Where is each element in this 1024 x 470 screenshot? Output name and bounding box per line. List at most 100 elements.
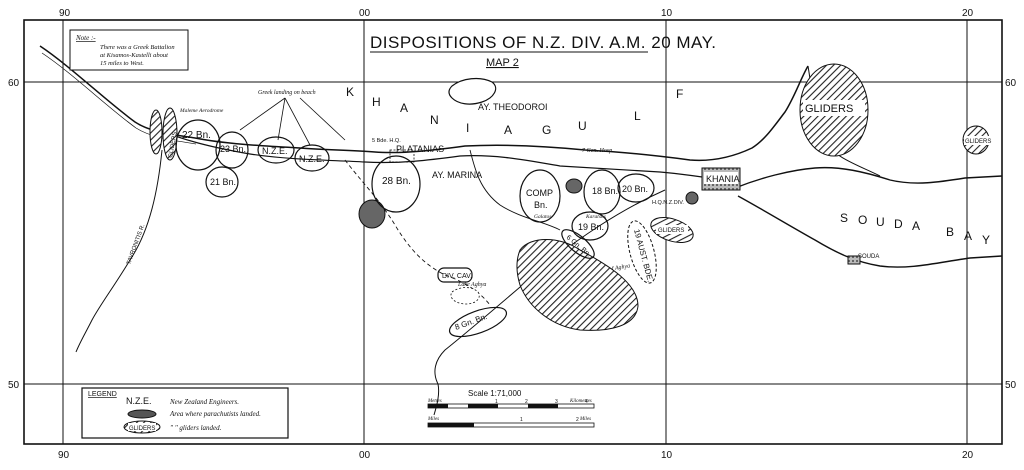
place-bde-hq: 5 Bde. H.Q. — [372, 138, 401, 144]
gulf-letter-u: U — [578, 119, 588, 133]
scale-miles-left: Miles — [427, 417, 439, 422]
legend-label-para: Area where parachutists landed. — [169, 410, 261, 418]
scale-miles-right: Miles — [579, 417, 591, 422]
scale-km-3: 3 — [555, 399, 558, 405]
gulf-letter-k: K — [346, 85, 355, 99]
scale-km-4: 4 — [585, 399, 588, 405]
unit-18-bn — [583, 169, 621, 215]
place-nz-div-hq: H.Q.N.Z.DIV. — [652, 200, 684, 206]
khania-gulf-label: K H A N I A G U L F — [346, 85, 684, 137]
unit-18-bn-label: 18 Bn. — [592, 186, 618, 196]
unit-19-aust-bde-label: 19 AUST. BDE. — [632, 228, 655, 283]
place-maleme: Maleme Aerodrome — [179, 108, 224, 114]
scale-km-bar-fill-3 — [528, 404, 558, 408]
track-dashed — [344, 159, 491, 306]
note-line-2: at Kisamos-Kastelli about — [100, 52, 168, 59]
gulf-letter-f: F — [676, 87, 684, 101]
scale-kilometres: Kilometres — [569, 399, 592, 404]
souda-bay-label: S O U D A B A Y — [840, 211, 991, 247]
map-border — [23, 19, 1003, 445]
bay-letter-a: A — [912, 219, 921, 233]
note-heading: Note :- — [75, 34, 96, 42]
unit-div-cav — [437, 267, 473, 283]
unit-19-bn-label: 19 Bn. — [578, 222, 604, 232]
unit-21-bn-label: 21 Bn. — [210, 177, 236, 187]
unit-23-bn-label: 23 Bn. — [220, 144, 246, 154]
place-greek-landing: Greek landing on beach — [258, 90, 316, 96]
gliders-west-label: GLIDERS — [168, 131, 178, 158]
unit-8-gn-bn — [448, 306, 508, 338]
unit-23-bn — [215, 131, 249, 169]
scale-title: Scale 1:71,000 — [468, 389, 522, 398]
bay-letter-s: S — [840, 211, 849, 225]
unit-20-bn-label: 20 Bn. — [622, 184, 648, 194]
gulf-letter-i: I — [466, 121, 470, 135]
unit-comp-label: COMP — [526, 188, 553, 198]
para-area-galatos — [565, 178, 583, 194]
river-label: TAVRONITIS R. — [126, 223, 146, 266]
unit-20-bn — [617, 173, 655, 203]
unit-6-gn-bn — [561, 229, 595, 259]
bay-letter-o: O — [858, 213, 868, 227]
akrotiri-coast — [734, 166, 1003, 189]
place-karatsos: Karatsos — [585, 214, 606, 220]
town-souda — [847, 255, 861, 265]
para-area-west-1 — [149, 109, 163, 155]
scale-km-bar — [427, 403, 595, 409]
place-ay-marina: AY. MARINA — [432, 170, 482, 180]
unit-28-bn — [371, 155, 421, 213]
bay-letter-u: U — [876, 215, 886, 229]
grid-left-60: 60 — [8, 78, 20, 89]
unit-21-bn — [205, 166, 239, 198]
place-khania: KHANIA — [706, 174, 740, 184]
inland-road — [433, 189, 666, 416]
unit-comp-label-2: Bn. — [534, 200, 548, 210]
gulf-letter-a: A — [400, 101, 409, 115]
place-souda: SOUDA — [858, 254, 879, 260]
galatos-road — [469, 149, 561, 231]
gulf-letter-a2: A — [504, 123, 513, 137]
unit-28-bn-label: 28 Bn. — [382, 176, 411, 187]
scale-km-bar-fill-2 — [468, 404, 498, 408]
gliders-big-label: GLIDERS — [805, 103, 853, 115]
map-subtitle: MAP 2 — [486, 57, 519, 69]
scale-km-bar-fill-1 — [428, 404, 448, 408]
khania-label-bg — [704, 172, 738, 184]
scale-bar: Metres Kilometres 1 2 3 4 Miles Miles 1 … — [427, 399, 595, 428]
grid-bottom-00: 00 — [359, 450, 371, 461]
note-line-1: There was a Greek Battalion — [100, 44, 175, 51]
bay-letter-y: Y — [982, 233, 991, 247]
gliders-big-label-bg — [803, 100, 865, 116]
main-road — [149, 125, 736, 183]
gulf-letter-n: N — [430, 113, 440, 127]
legend-key-nze: N.Z.E. — [126, 396, 152, 406]
grid-top-10: 10 — [661, 8, 673, 19]
legend-swatch-para — [127, 409, 157, 419]
gulf-letter-l: L — [634, 109, 642, 123]
grid-top-20: 20 — [962, 8, 974, 19]
scale-metres: Metres — [427, 399, 442, 404]
greek-landing-pointers — [239, 97, 346, 146]
para-area-28 — [358, 199, 386, 229]
gulf-letter-g: G — [542, 123, 552, 137]
island-ay-theodoroi — [448, 77, 497, 105]
grid-right-50: 50 — [1005, 380, 1017, 391]
scale-mi-1: 1 — [520, 417, 523, 423]
note-box — [69, 29, 189, 71]
gliders-khania-label-bg — [656, 225, 688, 234]
legend-key-gliders: GLIDERS — [129, 426, 155, 432]
bay-letter-a2: A — [964, 229, 973, 243]
place-ay-theodoroi: AY. THEODOROI — [478, 102, 548, 112]
glider-area-west — [162, 107, 178, 161]
lake-aghya — [450, 287, 480, 305]
grid-left-50: 50 — [8, 380, 20, 391]
grid-bottom-20: 20 — [962, 450, 974, 461]
place-platanias: PLATANIAS — [396, 144, 444, 154]
legend-title: LEGEND — [88, 391, 117, 398]
unit-nze-2 — [294, 144, 330, 172]
place-lake-aghya: Lake Aghya — [457, 282, 486, 288]
grid-labels: 90 00 10 20 90 00 10 20 60 50 60 50 — [8, 8, 1017, 461]
grid-top-90: 90 — [59, 8, 71, 19]
place-galatos: Galatos — [534, 214, 551, 220]
map-title: DISPOSITIONS OF N.Z. DIV. A.M. 20 MAY. — [370, 33, 717, 52]
